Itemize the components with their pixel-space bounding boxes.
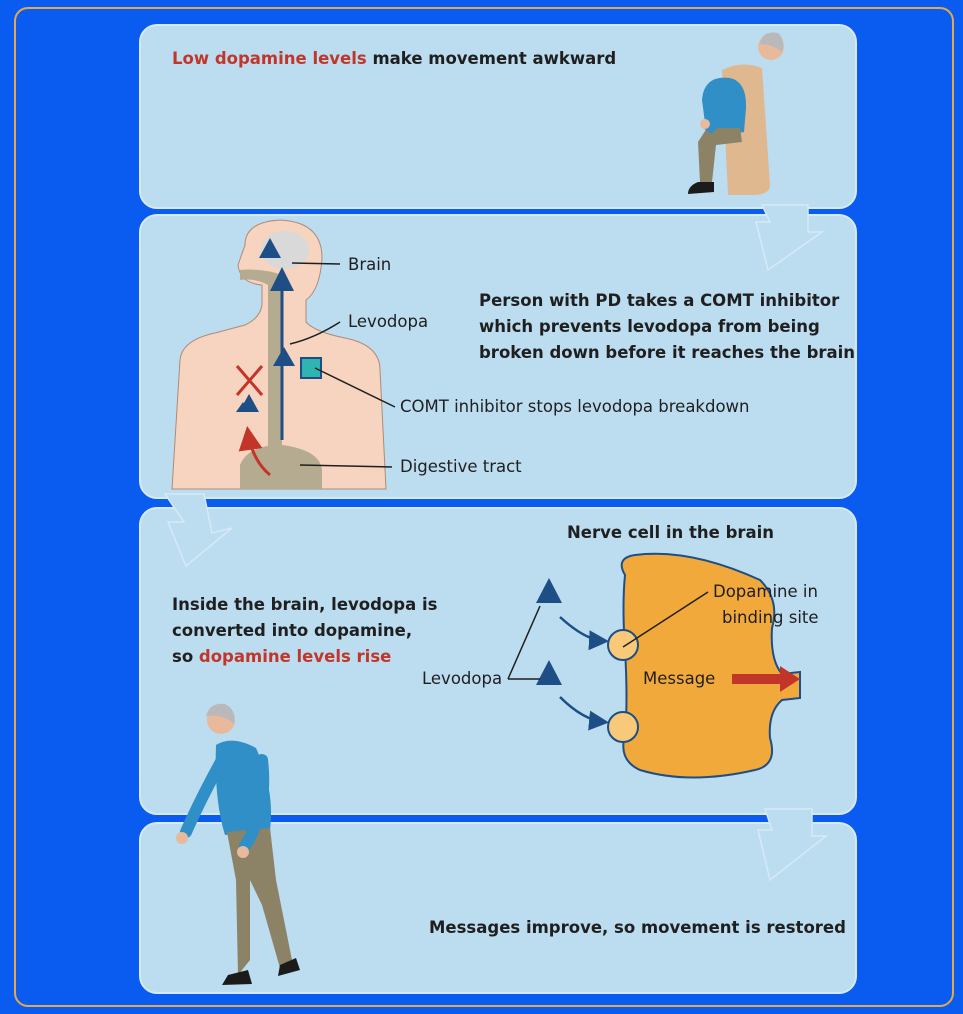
- flow-arrow-1: [756, 205, 822, 270]
- label-digestive-tract: Digestive tract: [400, 457, 522, 476]
- panel2-description-line: broken down before it reaches the brain: [479, 340, 855, 366]
- label-levodopa-body: Levodopa: [348, 312, 428, 331]
- flow-arrow-3: [758, 809, 826, 880]
- panel1-caption: Low dopamine levels make movement awkwar…: [172, 46, 616, 72]
- panel3-line3: so dopamine levels rise: [172, 644, 437, 670]
- label-dopamine-in: Dopamine in: [713, 582, 818, 601]
- label-levodopa-cell: Levodopa: [422, 669, 502, 688]
- label-brain: Brain: [348, 255, 391, 274]
- dopamine-rise-highlight: dopamine levels rise: [199, 647, 391, 666]
- label-binding-site: binding site: [722, 608, 819, 627]
- panel2-description-line: Person with PD takes a COMT inhibitor: [479, 288, 855, 314]
- label-comt-inhibitor: COMT inhibitor stops levodopa breakdown: [400, 397, 750, 416]
- panel4-caption: Messages improve, so movement is restore…: [429, 915, 846, 941]
- flow-arrow-2: [165, 494, 232, 566]
- panel3-line1: Inside the brain, levodopa is: [172, 592, 437, 618]
- panel2-description-line: which prevents levodopa from being: [479, 314, 855, 340]
- panel1-caption-rest: make movement awkward: [367, 49, 616, 68]
- label-message: Message: [643, 669, 715, 688]
- low-dopamine-highlight: Low dopamine levels: [172, 49, 367, 68]
- nerve-cell-title: Nerve cell in the brain: [567, 520, 774, 546]
- seated-person-illustration: [688, 32, 784, 195]
- panel2-description: Person with PD takes a COMT inhibitor wh…: [479, 288, 855, 366]
- walking-person-illustration: [176, 704, 300, 985]
- panel3-line2: converted into dopamine,: [172, 618, 437, 644]
- panel3-description: Inside the brain, levodopa is converted …: [172, 592, 437, 670]
- panel3-line3-prefix: so: [172, 647, 199, 666]
